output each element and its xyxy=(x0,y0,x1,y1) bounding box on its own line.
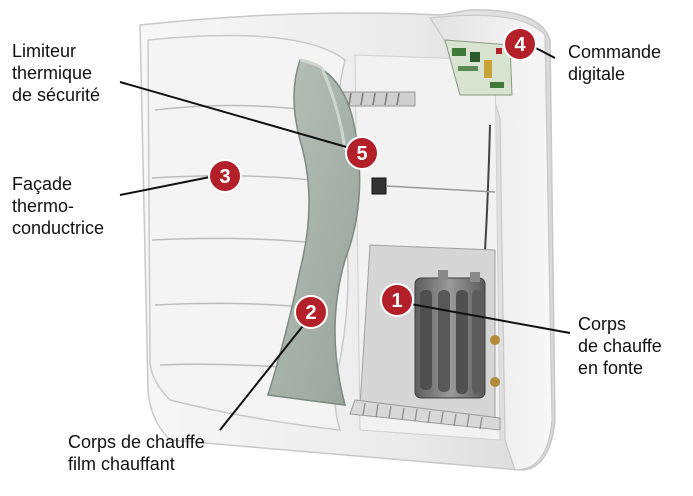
badge-3: 3 xyxy=(208,159,242,193)
label-facade-thermoconductrice: Façade thermo- conductrice xyxy=(12,173,104,239)
badge-4: 4 xyxy=(503,27,537,61)
label-limiteur-line-2: thermique xyxy=(12,63,93,83)
label-fonte-line-2: de chauffe xyxy=(578,336,662,356)
badge-3-text: 3 xyxy=(219,166,230,188)
thermal-limiter xyxy=(371,177,387,195)
label-facade-line-3: conductrice xyxy=(12,218,105,238)
leader-facade xyxy=(119,176,211,196)
badge-5-text: 5 xyxy=(356,143,367,165)
badge-1-text: 1 xyxy=(391,290,402,312)
label-film-chauffant: Corps de chauffe film chauffant xyxy=(68,431,205,475)
label-limiteur-line-3: de sécurité xyxy=(12,85,101,105)
leader-film xyxy=(219,321,307,431)
leader-lines xyxy=(119,45,571,431)
label-commande-line-2: digitale xyxy=(568,64,626,84)
label-facade-line-2: thermo- xyxy=(12,196,75,216)
control-board xyxy=(444,39,513,96)
badge-4-text: 4 xyxy=(514,34,526,56)
bottom-vent-grid xyxy=(349,399,501,431)
badge-5: 5 xyxy=(345,136,379,170)
label-commande-line-1: Commande xyxy=(568,42,662,62)
badge-2-text: 2 xyxy=(305,302,316,324)
label-corps-fonte: Corps de chauffe en fonte xyxy=(578,313,662,379)
label-fonte-line-3: en fonte xyxy=(578,358,644,378)
leader-limiteur xyxy=(119,81,351,149)
limiter-rail xyxy=(385,185,496,193)
label-film-line-1: Corps de chauffe xyxy=(68,432,205,452)
badge-2: 2 xyxy=(294,295,328,329)
film-edge xyxy=(299,58,347,151)
label-commande-digitale: Commande digitale xyxy=(568,41,661,85)
label-facade-line-1: Façade xyxy=(12,174,73,194)
leader-fonte xyxy=(404,302,571,334)
label-fonte-line-1: Corps xyxy=(578,314,627,334)
label-limiteur-line-1: Limiteur xyxy=(12,41,77,61)
label-film-line-2: film chauffant xyxy=(68,454,175,474)
wire xyxy=(484,124,491,251)
label-limiteur-thermique: Limiteur thermique de sécurité xyxy=(12,40,100,106)
badge-1: 1 xyxy=(380,283,414,317)
